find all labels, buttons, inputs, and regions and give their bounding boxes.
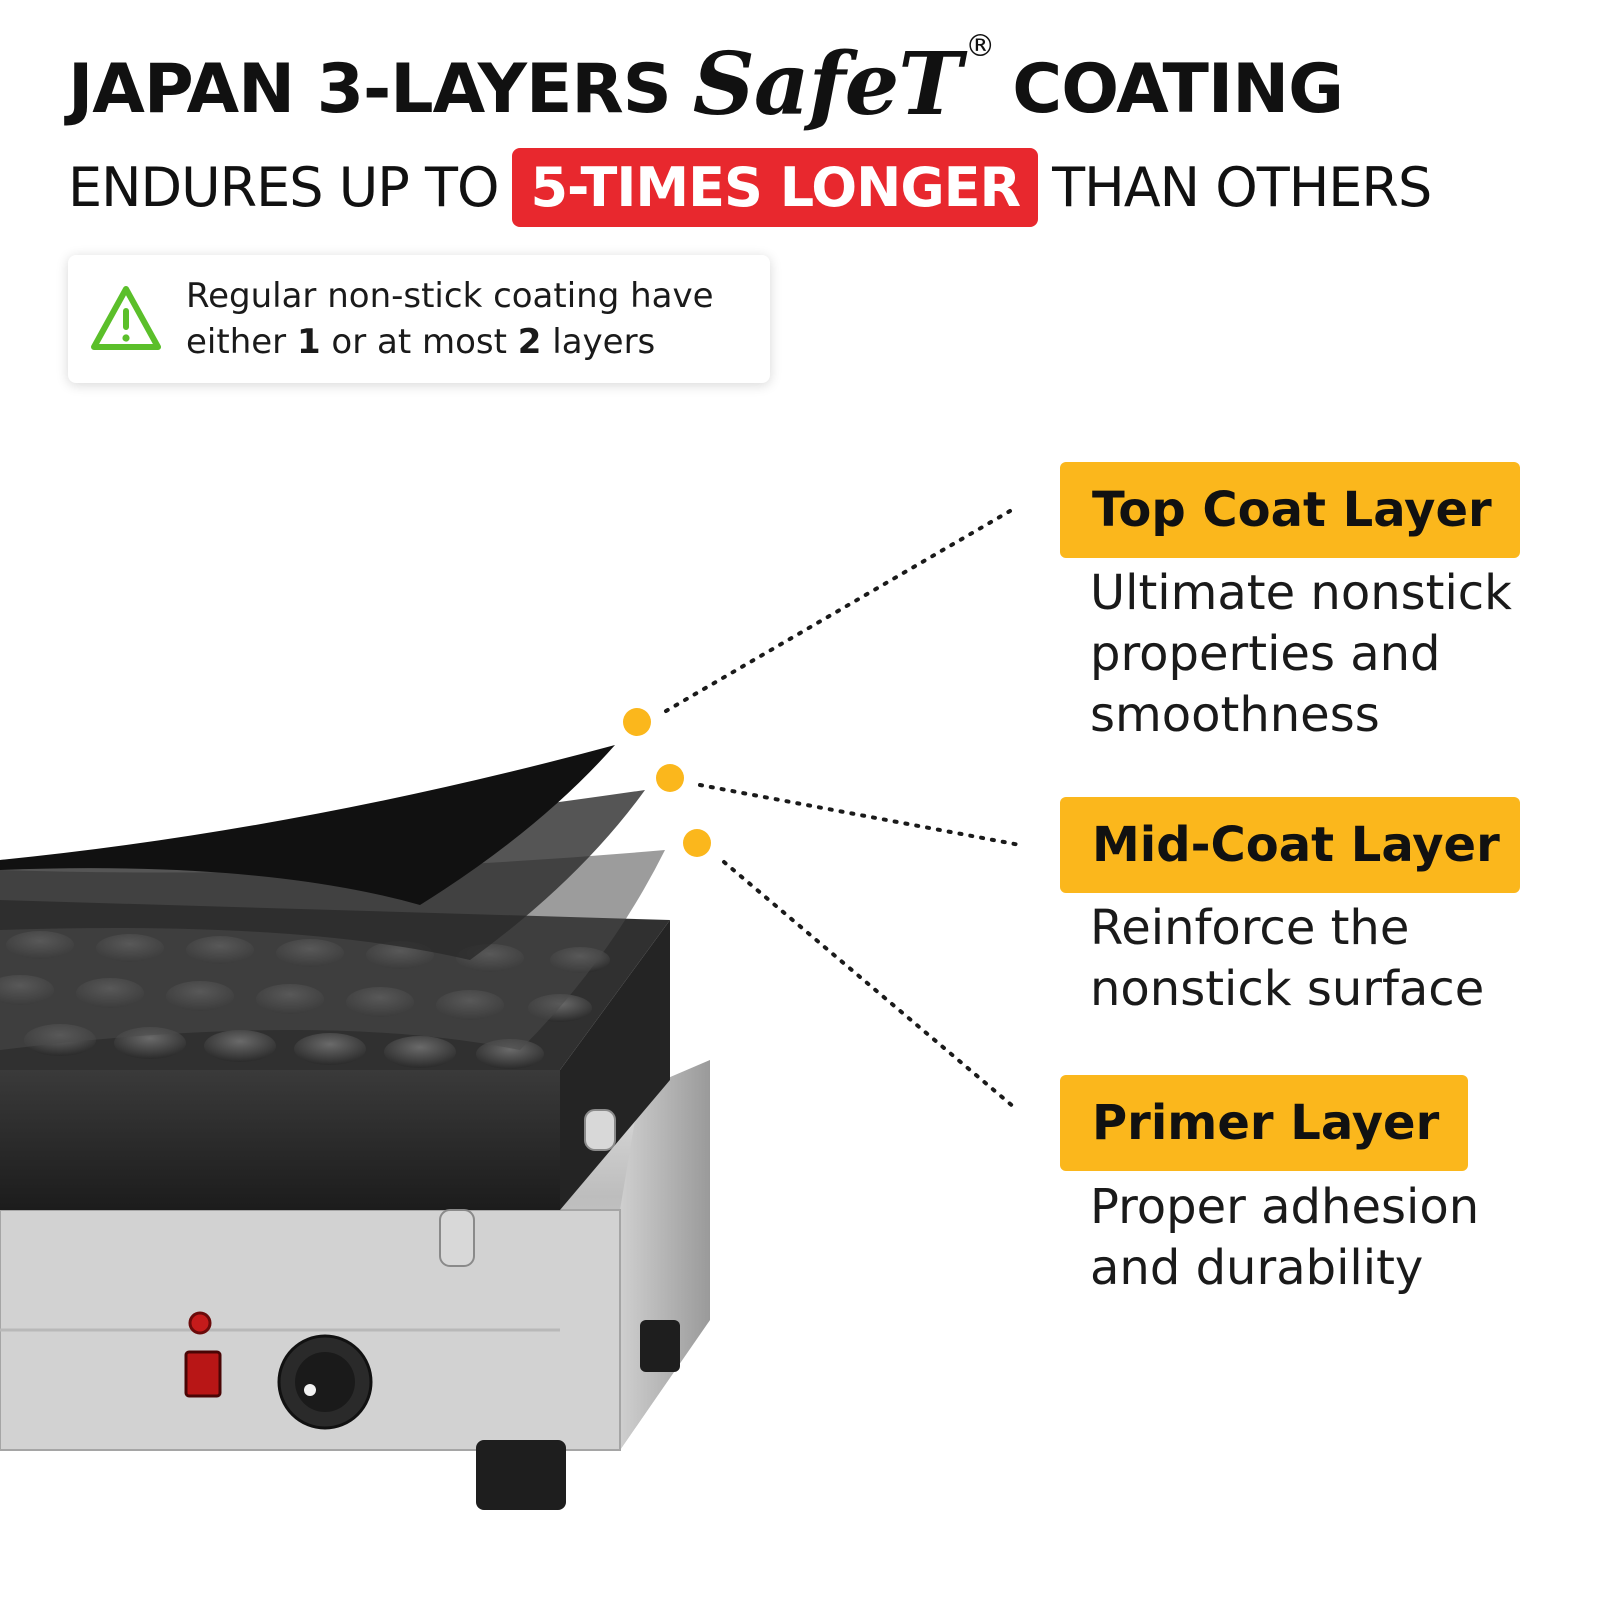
top-coat-layer-sheet (0, 745, 615, 905)
top-coat-description-line: Ultimate nonstick (1090, 565, 1512, 621)
mid-coat-label: Mid-Coat Layer (1060, 797, 1520, 893)
top-coat-description-line: properties and (1090, 626, 1441, 682)
note-count-1: 1 (296, 322, 321, 362)
base-foot (476, 1440, 566, 1510)
mid-coat-marker-dot (656, 764, 684, 792)
mid-coat-leader-line (698, 783, 1022, 847)
brand-name: SafeT (692, 34, 963, 135)
primer-description-line: Proper adhesion (1090, 1179, 1480, 1235)
registered-mark: ® (965, 29, 995, 64)
primer-marker-dot (683, 829, 711, 857)
callouts (623, 509, 1022, 1110)
top-coat-description-line: smoothness (1090, 687, 1380, 743)
subheadline-post: THAN OTHERS (1052, 156, 1432, 219)
base-foot (640, 1320, 680, 1372)
note-text: Regular non-stick coating have either 1 … (186, 273, 714, 365)
note-count-2: 2 (517, 322, 542, 362)
note-line-1: Regular non-stick coating have (186, 276, 714, 316)
top-coat-label: Top Coat Layer (1060, 462, 1520, 558)
headline-suffix: COATING (1012, 50, 1344, 129)
note-card: Regular non-stick coating have either 1 … (68, 255, 770, 383)
power-switch (184, 1350, 222, 1398)
top-coat-marker-dot (623, 708, 651, 736)
mid-coat-description-line: nonstick surface (1090, 961, 1485, 1017)
note-line-2-post: layers (541, 322, 656, 362)
primer-description: Proper adhesion and durability (1090, 1177, 1590, 1299)
subheadline-highlight: 5-TIMES LONGER (512, 148, 1039, 227)
top-coat-leader-line (664, 509, 1012, 713)
note-line-2-mid: or at most (320, 322, 518, 362)
primer-leader-line (722, 860, 1017, 1110)
power-indicator-light (188, 1311, 212, 1335)
top-coat-description: Ultimate nonstick properties and smoothn… (1090, 563, 1590, 746)
mid-coat-description-line: Reinforce the (1090, 900, 1410, 956)
coating-layers (0, 745, 665, 1050)
headline: JAPAN 3-LAYERS SafeT ® COATING (68, 32, 1344, 129)
note-line-2: either 1 or at most 2 layers (186, 319, 714, 365)
primer-description-line: and durability (1090, 1240, 1424, 1296)
primer-label: Primer Layer (1060, 1075, 1468, 1171)
subheadline-pre: ENDURES UP TO (68, 156, 499, 219)
headline-prefix: JAPAN 3-LAYERS (68, 50, 672, 129)
warning-triangle-icon (91, 286, 161, 350)
mid-coat-description: Reinforce the nonstick surface (1090, 898, 1590, 1020)
note-line-2-pre: either (186, 322, 297, 362)
subheadline: ENDURES UP TO 5-TIMES LONGER THAN OTHERS (68, 148, 1432, 227)
